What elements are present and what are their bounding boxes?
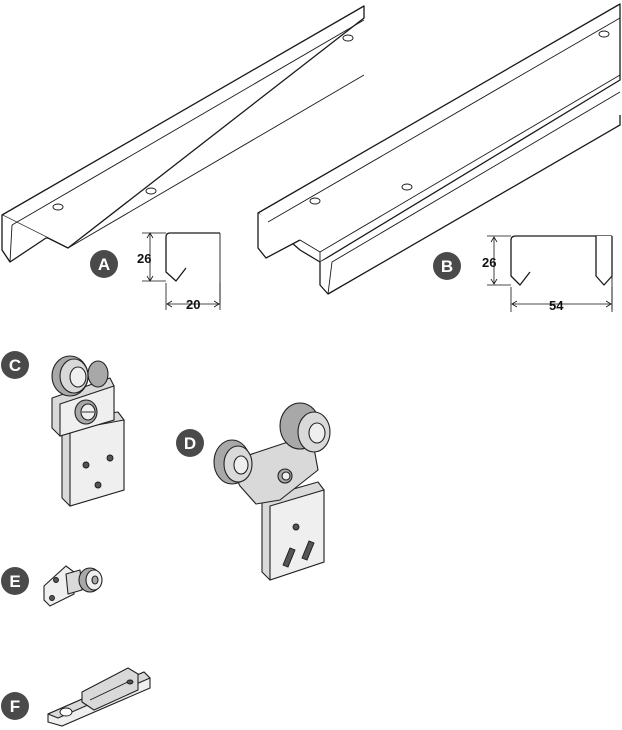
profile-a-width-label: 20 [186,297,200,312]
track-b-hole [598,30,610,38]
profile-a-height-label: 26 [137,251,151,266]
track-a [1,5,365,263]
badge-d-label: D [184,434,196,453]
part-d-hole [292,523,300,531]
badge-f: F [1,692,29,720]
profile-a: 26 20 [137,232,221,312]
badge-c: C [1,351,29,379]
badge-b: B [433,252,461,280]
badge-a-label: A [98,255,110,274]
part-e-hole [49,595,55,601]
track-b [257,3,621,295]
part-c-carriage [51,355,125,507]
track-b-hole [309,197,321,205]
track-b-hole [401,183,413,191]
badge-a: A [90,250,118,278]
badge-c-label: C [9,356,21,375]
part-c-hole [94,481,102,489]
badge-e: E [1,567,29,595]
profile-b-height-label: 26 [482,255,496,270]
part-e-hole [53,577,59,583]
part-c-hole [82,461,90,469]
part-f-guide [47,667,151,727]
track-a-hole [145,187,157,195]
track-a-hole [342,34,354,42]
profile-b-width-label: 54 [549,298,564,313]
badge-d: D [176,429,204,457]
badge-e-label: E [9,572,20,591]
badge-b-label: B [441,257,453,276]
part-f-hole [59,707,73,717]
track-a-hole [52,203,64,211]
part-f-hole [126,679,134,685]
part-c-hole [106,454,114,462]
badge-f-label: F [10,697,20,716]
part-d-carriage [213,402,331,581]
part-e-bracket [43,565,103,607]
profile-b: 26 54 [482,235,613,313]
